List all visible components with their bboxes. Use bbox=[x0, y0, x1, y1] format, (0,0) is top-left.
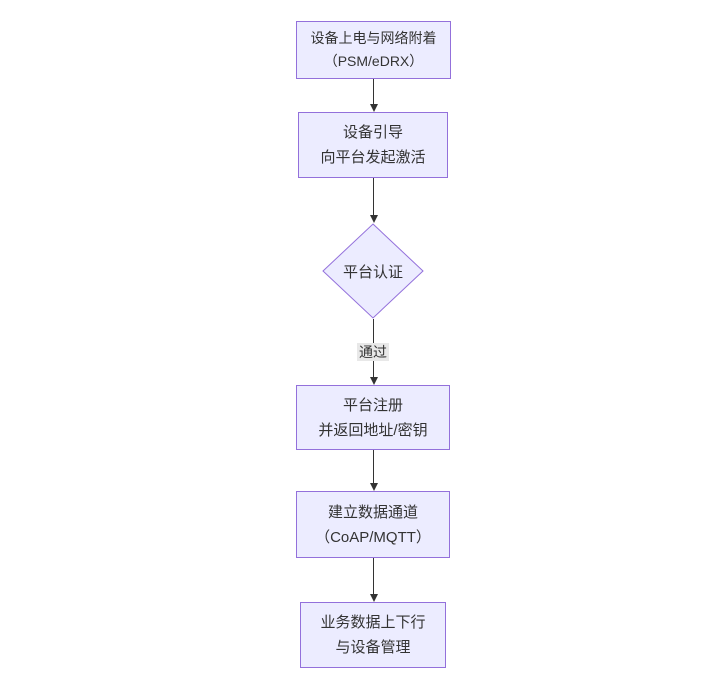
arrowhead-down-icon bbox=[369, 594, 378, 602]
arrow-line bbox=[373, 79, 374, 104]
node-label-line: 设备上电与网络附着 bbox=[310, 30, 437, 46]
node-label-line: （PSM/eDRX） bbox=[323, 53, 424, 69]
arrowhead-down-icon bbox=[369, 215, 378, 223]
arrowhead-down-icon bbox=[369, 483, 378, 491]
node-label-line: 设备引导 bbox=[342, 124, 403, 141]
node-business-data: 业务数据上下行 与设备管理 bbox=[300, 602, 446, 668]
node-bootstrap: 设备引导 向平台发起激活 bbox=[298, 112, 448, 178]
arrow-register-to-channel bbox=[369, 450, 378, 491]
edge-label-pass: 通过 bbox=[357, 343, 389, 361]
node-label-line: （CoAP/MQTT） bbox=[315, 528, 431, 546]
node-label-line: 与设备管理 bbox=[335, 639, 411, 656]
node-power-on: 设备上电与网络附着 （PSM/eDRX） bbox=[296, 21, 451, 79]
arrow-line bbox=[373, 450, 374, 483]
node-register: 平台注册 并返回地址/密钥 bbox=[296, 385, 450, 450]
arrowhead-down-icon bbox=[369, 104, 378, 112]
arrow-line bbox=[373, 178, 374, 215]
node-label-line: 并返回地址/密钥 bbox=[318, 421, 428, 439]
node-label-line: 建立数据通道 bbox=[327, 503, 418, 521]
node-label-line: 业务数据上下行 bbox=[320, 614, 426, 631]
node-label-line: 向平台发起激活 bbox=[320, 149, 426, 166]
arrow-line bbox=[373, 558, 374, 594]
arrow-bootstrap-to-auth bbox=[369, 178, 378, 223]
node-data-channel: 建立数据通道 （CoAP/MQTT） bbox=[296, 491, 450, 558]
node-platform-auth: 平台认证 bbox=[322, 223, 424, 319]
arrow-channel-to-business bbox=[369, 558, 378, 602]
arrowhead-down-icon bbox=[369, 377, 378, 385]
diamond-shape bbox=[322, 223, 424, 319]
node-label-line: 平台注册 bbox=[342, 396, 403, 414]
arrow-power-to-bootstrap bbox=[369, 79, 378, 112]
node-label-line: 平台认证 bbox=[342, 263, 403, 281]
